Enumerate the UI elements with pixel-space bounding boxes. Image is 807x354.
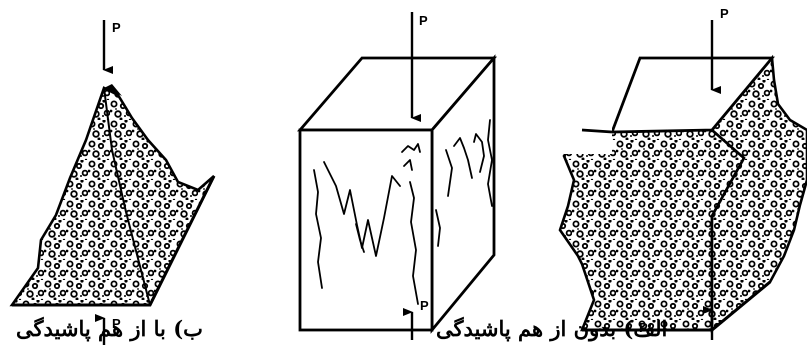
hourglass-specimen <box>558 54 807 333</box>
hourglass-right-face <box>710 54 807 333</box>
load-label-top-right: P <box>720 6 729 21</box>
load-label-bottom-right: P <box>639 320 648 335</box>
load-label-bottom-middle: P <box>420 298 429 313</box>
load-label-top-left: P <box>112 20 121 35</box>
pyramid-base-face <box>12 175 216 307</box>
load-label-bottom-left: P <box>112 316 121 331</box>
hourglass-waist-line <box>711 157 745 217</box>
shattered-pyramid-specimen <box>9 84 216 307</box>
cracked-cube-specimen <box>296 54 498 334</box>
caption-with-disintegration: ب) با از هم پاشیدگی <box>16 316 203 341</box>
cube-cracks <box>313 119 493 305</box>
pyramid-ridge <box>103 87 151 306</box>
load-label-top-middle: P <box>419 13 428 28</box>
pyramid-body <box>9 86 216 307</box>
hourglass-top-face <box>609 56 775 134</box>
caption-without-disintegration: الف) بدون از هم پاشیدگی <box>436 316 668 341</box>
